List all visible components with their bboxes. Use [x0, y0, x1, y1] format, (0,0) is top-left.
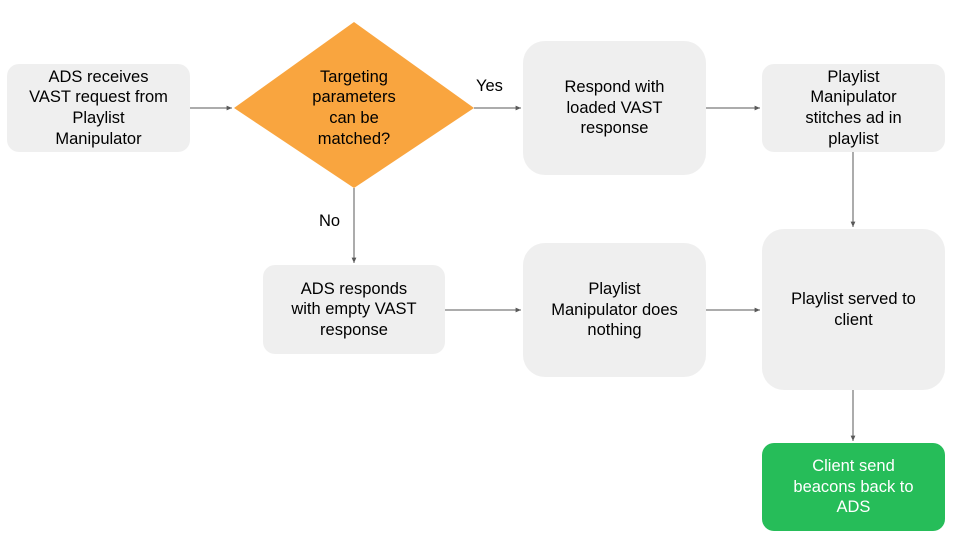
- decision-diamond: [234, 22, 474, 188]
- edge-label-no: No: [319, 212, 341, 230]
- node-ads-empty: ADS responds with empty VAST response: [263, 265, 445, 354]
- node-stitches-ad: Playlist Manipulator stitches ad in play…: [762, 64, 945, 152]
- node-client-beacons: Client send beacons back to ADS: [762, 443, 945, 531]
- node-does-nothing: Playlist Manipulator does nothing: [523, 243, 706, 377]
- node-served-to-client: Playlist served to client: [762, 229, 945, 390]
- decision-label: Targeting parameters can be matched?: [312, 67, 396, 148]
- node-ads-receives: ADS receives VAST request from Playlist …: [7, 64, 190, 152]
- edge-label-yes: Yes: [476, 77, 503, 95]
- node-respond-loaded: Respond with loaded VAST response: [523, 41, 706, 175]
